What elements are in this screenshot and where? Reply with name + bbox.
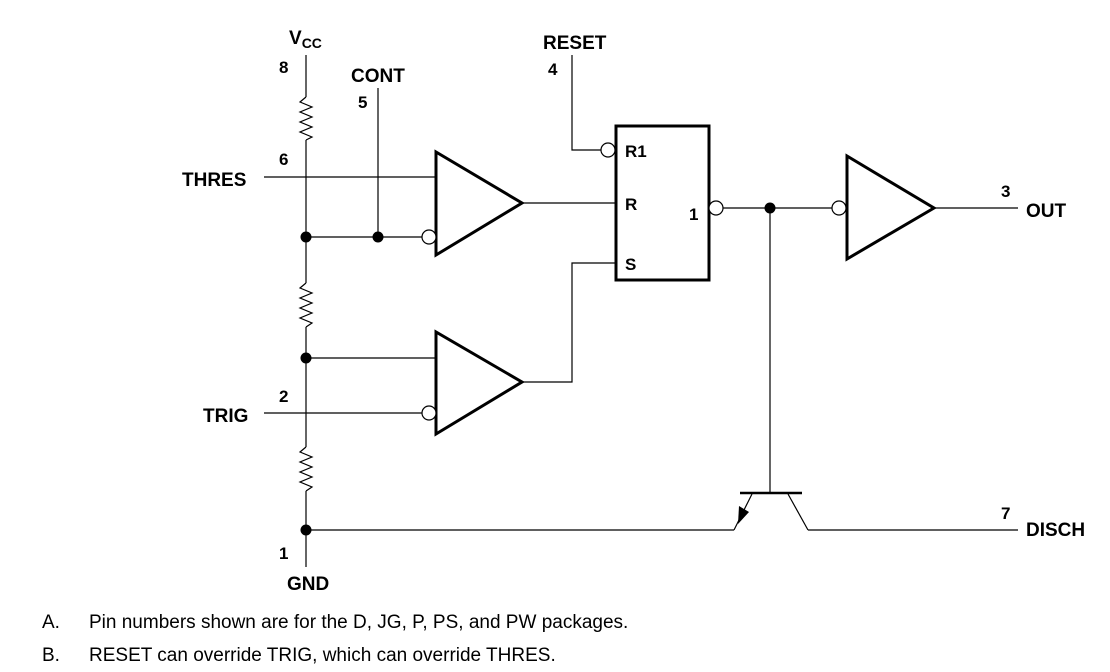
thres-pin-number: 6 — [279, 150, 288, 169]
inverting-bubble — [421, 405, 437, 421]
out-pin-number: 3 — [1001, 182, 1010, 201]
threshold-comparator — [434, 149, 525, 258]
junction-dot — [300, 524, 312, 536]
note-b: B. RESET can override TRIG, which can ov… — [42, 639, 628, 672]
junction-dot — [372, 231, 384, 243]
note-text: Pin numbers shown are for the D, JG, P, … — [89, 612, 629, 633]
junction-dot — [300, 352, 312, 364]
inverting-bubble — [421, 229, 437, 245]
note-letter: A. — [42, 612, 60, 633]
flip-flop — [614, 124, 711, 282]
output-buffer-bubble — [831, 200, 847, 216]
flip-flop-s-label: S — [625, 255, 636, 274]
gnd-pin-number: 1 — [279, 544, 288, 563]
output-buffer — [845, 153, 937, 262]
flip-flop-output-label: 1 — [689, 205, 698, 224]
cont-pin-number: 5 — [358, 93, 367, 112]
trig-label: TRIG — [203, 406, 248, 427]
cont-label: CONT — [351, 66, 405, 87]
emitter-arrow — [738, 506, 749, 524]
disch-label: DISCH — [1026, 520, 1085, 541]
gnd-label: GND — [287, 574, 329, 595]
vcc-label: VCC — [289, 28, 322, 51]
note-a: A. Pin numbers shown are for the D, JG, … — [42, 606, 628, 639]
vcc-pin-number: 8 — [279, 58, 288, 77]
note-letter: B. — [42, 645, 60, 666]
flip-flop-r-label: R — [625, 195, 637, 214]
flip-flop-output-bubble — [708, 200, 724, 216]
resistor-top — [298, 96, 314, 141]
disch-pin-number: 7 — [1001, 504, 1010, 523]
trig-pin-number: 2 — [279, 387, 288, 406]
diagram-notes: A. Pin numbers shown are for the D, JG, … — [42, 606, 628, 672]
resistor-bottom — [298, 446, 314, 492]
resistor-ladder — [298, 55, 314, 567]
reset-pin-number: 4 — [548, 60, 558, 79]
resistor-middle — [298, 282, 314, 328]
thres-label: THRES — [182, 170, 246, 191]
flip-flop-r1-label: R1 — [625, 142, 647, 161]
reset-bubble — [600, 142, 616, 158]
reset-label: RESET — [543, 33, 607, 54]
out-label: OUT — [1026, 201, 1067, 222]
note-text: RESET can override TRIG, which can overr… — [89, 645, 556, 666]
junction-dot — [300, 231, 312, 243]
trigger-comparator — [434, 329, 525, 437]
functional-block-diagram: VCC 8 1 GND CONT 5 THRES 6 TRIG 2 RESET … — [182, 28, 1085, 595]
discharge-transistor — [733, 208, 809, 531]
